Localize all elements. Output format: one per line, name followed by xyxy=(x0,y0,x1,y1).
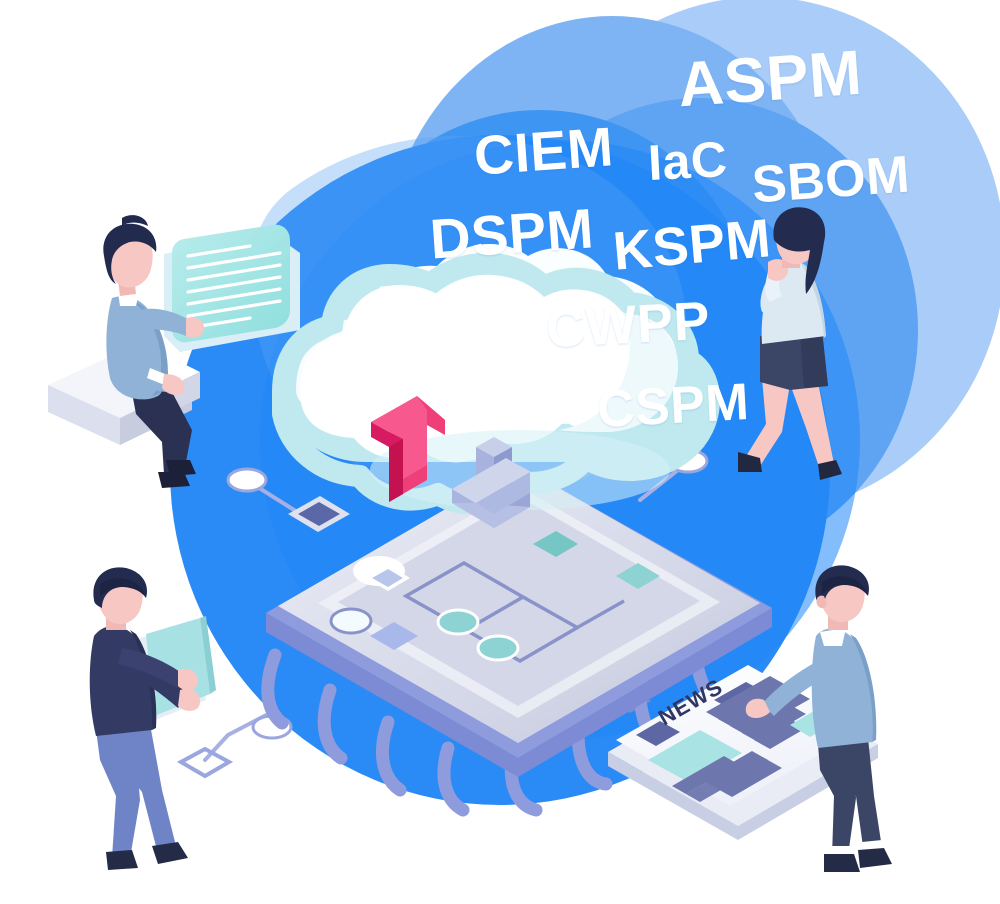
keyword-sbom: SBOM xyxy=(750,145,912,215)
panel-text-line xyxy=(186,263,282,282)
reader-hair xyxy=(815,565,870,606)
seat-block-left xyxy=(48,385,120,445)
upload-arrow-shaft-front xyxy=(389,439,403,502)
seated-woman-shoe-front xyxy=(158,472,190,488)
reader-hand xyxy=(745,698,770,718)
newspaper-stand-edge xyxy=(608,744,878,840)
walking-woman-hair xyxy=(773,207,826,294)
newspaper-lines-bottom xyxy=(702,751,782,797)
keyword-cwpp: CWPP xyxy=(544,290,712,360)
man-hand-upper xyxy=(178,668,198,691)
processor-chip xyxy=(261,466,772,817)
reader-arm xyxy=(762,660,826,716)
chip-inner-surface xyxy=(338,497,700,706)
chip-leg xyxy=(437,741,470,817)
panel-text-line xyxy=(186,287,282,306)
panel-text-line xyxy=(186,244,252,258)
keyword-kspm: KSPM xyxy=(610,208,774,282)
node-diamond-left xyxy=(176,746,234,779)
keyword-iac: IaC xyxy=(646,130,729,192)
chip-trace xyxy=(579,599,625,628)
seated-woman-group xyxy=(48,215,300,488)
panel-text-line xyxy=(186,299,282,318)
man-shoe-front xyxy=(152,842,188,864)
seated-woman xyxy=(103,215,204,488)
keyword-cspm: CSPM xyxy=(595,373,751,439)
man-panel-edge xyxy=(200,616,216,694)
seated-woman-hand-lap xyxy=(162,374,185,396)
upload-arrow-right-face xyxy=(389,396,445,502)
man-reading-news xyxy=(745,565,892,872)
newspaper-line xyxy=(672,756,738,794)
chip-pad-square-4 xyxy=(370,622,418,650)
node-circle-left-top xyxy=(226,467,268,493)
keyword-aspm: ASPM xyxy=(675,37,865,121)
seated-woman-leg-front xyxy=(133,398,186,474)
chip-leg xyxy=(261,648,289,730)
chip-pad-square-3 xyxy=(616,563,660,589)
newspaper-masthead-bar-left xyxy=(636,721,680,746)
reader-torso xyxy=(811,628,874,748)
reader-torso-shade xyxy=(850,634,877,742)
upload-arrow-pink xyxy=(371,396,445,502)
walking-woman xyxy=(738,207,842,480)
newspaper-line xyxy=(742,705,806,742)
reader-collar xyxy=(820,628,846,646)
reader-leg-front xyxy=(834,738,882,854)
keyword-dspm: DSPM xyxy=(427,196,596,271)
seated-woman-arm xyxy=(140,308,192,336)
chip-nodes xyxy=(288,496,660,662)
seated-woman-hair-bun xyxy=(122,215,148,226)
download-arrow-blue xyxy=(452,437,530,528)
newspaper-line xyxy=(706,676,786,721)
walking-woman-leg-front xyxy=(790,382,834,470)
walking-woman-leg-back xyxy=(745,378,790,466)
chip-leg xyxy=(571,726,613,791)
chip-trace xyxy=(522,595,579,630)
chip-leg xyxy=(317,683,348,765)
seated-woman-hair xyxy=(103,223,157,284)
chip-leg xyxy=(375,715,407,797)
walking-woman-shorts-shade xyxy=(800,330,828,388)
cloud xyxy=(272,243,720,528)
walking-woman-torso-shade xyxy=(800,262,826,338)
chip-pad-square-2 xyxy=(533,531,578,557)
walking-woman-shoe-back xyxy=(738,452,762,472)
chip-node-circle-3 xyxy=(476,634,520,662)
panel-text-line xyxy=(186,275,282,294)
reader-ear xyxy=(816,595,827,609)
download-arrow-head-body xyxy=(476,472,530,514)
display-panel-text-lines xyxy=(186,244,282,330)
seated-woman-hand-up xyxy=(186,317,204,338)
man-leg-front xyxy=(110,724,176,854)
man-arm-upper xyxy=(118,648,186,688)
chip-corner-pad-inner xyxy=(298,502,340,526)
connector-line-left-bottom-2 xyxy=(203,733,230,762)
reader-shoe-front xyxy=(858,848,892,868)
download-arrow-head-front xyxy=(452,503,530,528)
newspaper-image-left xyxy=(648,730,742,783)
newspaper-line xyxy=(716,759,782,797)
cloud-face-shade xyxy=(558,313,678,432)
newspaper-line xyxy=(702,751,768,789)
walking-woman-shoe-front xyxy=(818,460,842,480)
man-hand-lower xyxy=(178,688,200,711)
reader-shoe-back xyxy=(824,854,860,872)
download-arrow-head-top xyxy=(452,458,530,503)
chip-node-circle-1 xyxy=(329,607,373,635)
newspaper-group: NEWS xyxy=(608,665,878,840)
chip-pad-square-inner-1 xyxy=(372,569,403,587)
reader-hair-fringe xyxy=(822,576,868,594)
man-with-panel xyxy=(89,567,216,870)
keyword-ciem: CIEM xyxy=(471,115,616,187)
panel-text-line xyxy=(186,251,282,270)
man-hair-fringe xyxy=(100,578,146,596)
display-panel xyxy=(164,224,300,352)
man-shoe-back xyxy=(106,850,138,870)
chip-node-circle-2 xyxy=(436,608,480,636)
man-hair xyxy=(93,567,148,608)
